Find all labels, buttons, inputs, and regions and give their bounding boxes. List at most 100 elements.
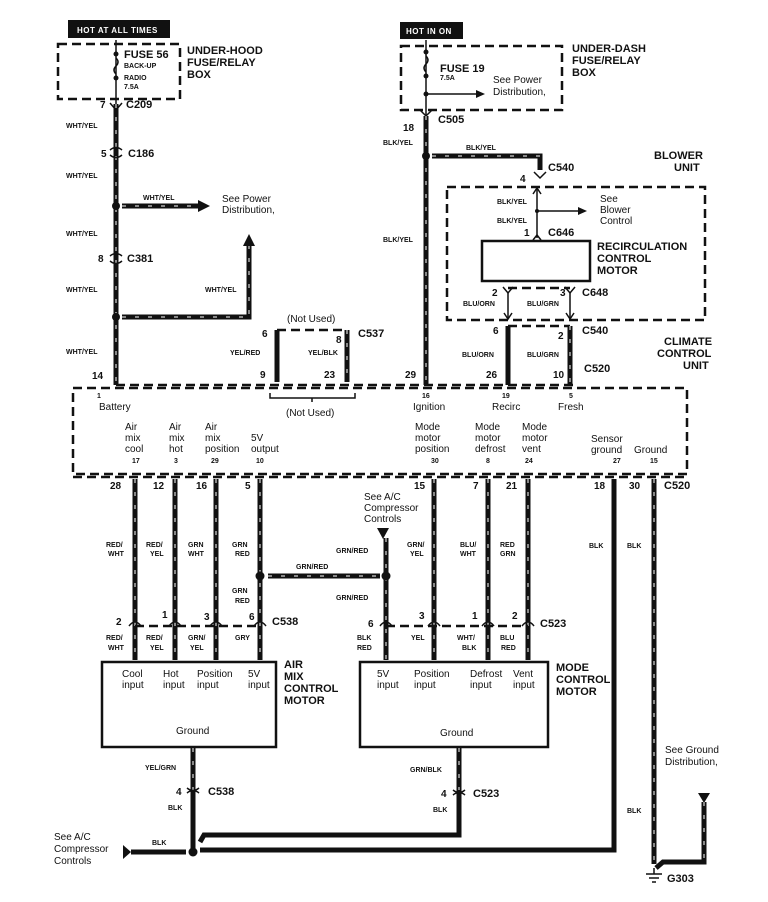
- svg-text:BLK/YEL: BLK/YEL: [383, 140, 414, 147]
- ground-wires: BLK BLK: [200, 479, 657, 864]
- svg-text:See A/C: See A/C: [364, 492, 401, 503]
- svg-text:mix: mix: [205, 433, 221, 444]
- svg-text:7: 7: [473, 481, 479, 492]
- svg-text:5: 5: [101, 149, 107, 160]
- terminal-sensor-ground: Sensor ground 27: [591, 434, 623, 465]
- svg-text:position: position: [415, 444, 449, 455]
- svg-text:BLU: BLU: [500, 635, 514, 642]
- svg-text:BOX: BOX: [187, 69, 212, 81]
- svg-text:GRN: GRN: [188, 542, 204, 549]
- svg-text:2: 2: [492, 288, 498, 299]
- svg-text:See Power: See Power: [222, 194, 272, 205]
- svg-text:8: 8: [336, 335, 342, 346]
- svg-text:Vent: Vent: [513, 669, 533, 680]
- svg-text:BLK: BLK: [627, 808, 641, 815]
- svg-text:GRN/RED: GRN/RED: [296, 564, 328, 571]
- hot-in-on-badge: HOT IN ON: [400, 22, 463, 39]
- svg-text:Hot: Hot: [163, 669, 179, 680]
- arrow-right-icon: [476, 90, 485, 98]
- svg-text:23: 23: [324, 370, 336, 381]
- svg-text:16: 16: [422, 393, 430, 400]
- svg-text:BLK/YEL: BLK/YEL: [497, 218, 528, 225]
- svg-text:WHT/YEL: WHT/YEL: [66, 231, 98, 238]
- svg-text:WHT: WHT: [460, 551, 477, 558]
- svg-text:24: 24: [525, 458, 533, 465]
- svg-text:YEL: YEL: [190, 645, 204, 652]
- terminal-air-mix-hot: Air mix hot 3: [169, 422, 185, 465]
- terminal-mode-motor-position: Mode motor position 30: [415, 422, 449, 465]
- under-dash-fuse-box: FUSE 19 7.5A See Power Distribution, UND…: [399, 40, 646, 120]
- svg-text:RED/: RED/: [146, 542, 163, 549]
- svg-text:YEL: YEL: [410, 551, 424, 558]
- svg-text:CONTROL: CONTROL: [284, 683, 339, 695]
- svg-text:5V: 5V: [377, 669, 390, 680]
- svg-text:WHT/YEL: WHT/YEL: [66, 287, 98, 294]
- svg-text:10: 10: [553, 370, 565, 381]
- svg-text:GRN: GRN: [500, 551, 516, 558]
- svg-text:(Not Used): (Not Used): [286, 408, 334, 419]
- svg-text:6: 6: [493, 326, 499, 337]
- svg-text:Compressor: Compressor: [364, 503, 419, 514]
- recirc-fresh-wires: 6 2 C540 BLU/ORN BLU/GRN 26 10 C520: [462, 324, 610, 385]
- svg-text:MOTOR: MOTOR: [597, 265, 638, 277]
- svg-text:Air: Air: [205, 422, 218, 433]
- terminal-mode-motor-vent: Mode motor vent 24: [522, 422, 548, 465]
- svg-text:BLK: BLK: [357, 635, 371, 642]
- svg-text:7: 7: [100, 100, 106, 111]
- svg-text:GRN: GRN: [232, 588, 248, 595]
- svg-text:RED: RED: [357, 645, 372, 652]
- svg-text:Blower: Blower: [600, 205, 631, 216]
- connector-c646: C646: [548, 227, 574, 239]
- svg-text:GRN/: GRN/: [407, 542, 425, 549]
- ground-splice: BLK See A/C Compressor Controls: [54, 832, 198, 867]
- svg-text:G303: G303: [667, 873, 694, 885]
- svg-text:3: 3: [419, 611, 425, 622]
- svg-text:UNDER-DASH: UNDER-DASH: [572, 43, 646, 55]
- svg-text:WHT/YEL: WHT/YEL: [66, 123, 98, 130]
- svg-text:(Not Used): (Not Used): [287, 314, 335, 325]
- svg-text:mix: mix: [125, 433, 141, 444]
- svg-text:CONTROL: CONTROL: [657, 348, 712, 360]
- air-mix-control-motor: Cool input Hot input Position input 5V i…: [100, 659, 339, 852]
- svg-text:input: input: [197, 680, 219, 691]
- svg-text:Control: Control: [600, 216, 632, 227]
- svg-text:8: 8: [98, 254, 104, 265]
- svg-text:2: 2: [512, 611, 518, 622]
- svg-text:FUSE 56: FUSE 56: [124, 49, 169, 61]
- connector-c520-bottom: C520: [664, 480, 690, 492]
- blower-unit: BLOWER UNIT 4 C540 BLK/YEL See Blower Co…: [445, 150, 707, 322]
- svg-text:4: 4: [176, 787, 182, 798]
- svg-text:RED/: RED/: [106, 635, 123, 642]
- recirculation-control-motor: [480, 239, 592, 283]
- connector-c523-top: C523: [540, 618, 566, 630]
- svg-text:BLK/YEL: BLK/YEL: [383, 237, 414, 244]
- svg-text:Defrost: Defrost: [470, 669, 502, 680]
- arrow-left-icon: [123, 845, 131, 859]
- svg-text:WHT: WHT: [108, 551, 125, 558]
- blk-yel-ignition-feed: 18 C505 BLK/YEL BLK/YEL BLK/YEL 29: [383, 109, 543, 385]
- svg-text:UNDER-HOOD: UNDER-HOOD: [187, 45, 263, 57]
- svg-text:C537: C537: [358, 328, 384, 340]
- svg-text:WHT: WHT: [108, 645, 125, 652]
- ac-compressor-branch: See A/C Compressor Controls GRN/RED GRN/…: [336, 492, 419, 660]
- ground-symbol-icon: [646, 868, 662, 883]
- svg-text:8: 8: [486, 458, 490, 465]
- terminal-air-mix-position: Air mix position 29: [205, 422, 239, 465]
- svg-text:UNIT: UNIT: [674, 162, 700, 174]
- svg-text:position: position: [205, 444, 239, 455]
- svg-text:motor: motor: [475, 433, 501, 444]
- svg-text:5: 5: [569, 393, 573, 400]
- svg-text:BLK: BLK: [168, 805, 182, 812]
- svg-text:RED/: RED/: [106, 542, 123, 549]
- svg-text:HOT AT ALL TIMES: HOT AT ALL TIMES: [77, 26, 158, 35]
- svg-text:Mode: Mode: [475, 422, 500, 433]
- svg-text:9: 9: [260, 370, 266, 381]
- svg-text:input: input: [377, 680, 399, 691]
- svg-text:motor: motor: [415, 433, 441, 444]
- svg-text:See A/C: See A/C: [54, 832, 91, 843]
- svg-text:RED: RED: [501, 645, 516, 652]
- svg-text:Fresh: Fresh: [558, 402, 584, 413]
- svg-text:Mode: Mode: [522, 422, 547, 433]
- svg-text:Ground: Ground: [634, 445, 667, 456]
